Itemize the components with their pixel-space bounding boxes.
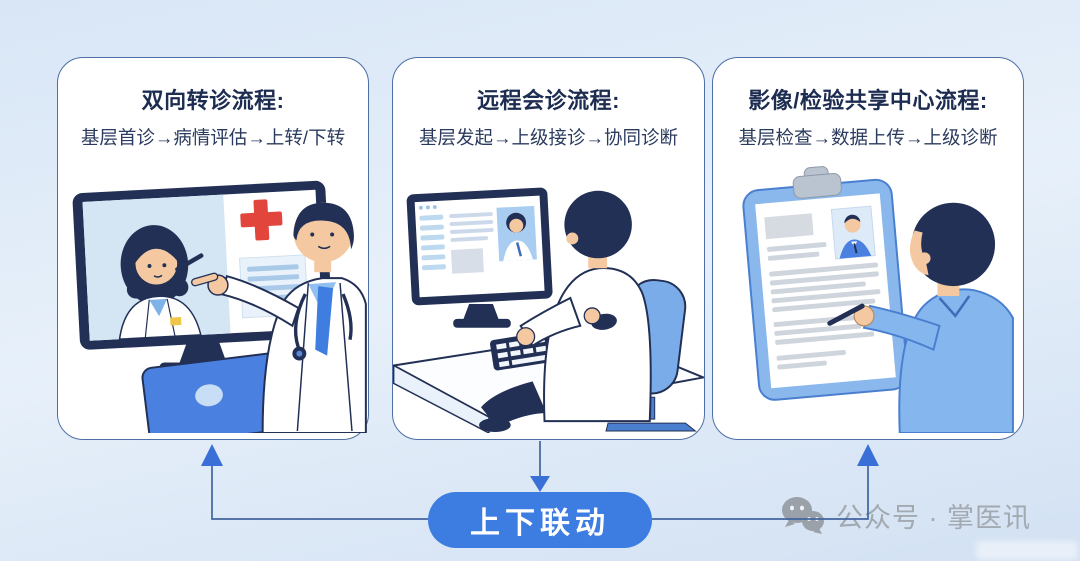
doctor-back-view xyxy=(479,190,652,433)
pointing-arm xyxy=(827,303,941,352)
medical-cross-icon xyxy=(240,199,283,241)
card-title: 双向转诊流程: xyxy=(141,88,285,113)
down-arrowhead-icon xyxy=(530,476,550,492)
document-lines xyxy=(767,242,883,370)
remote-doctor-video xyxy=(118,225,202,340)
clipboard-review-illustration xyxy=(742,166,1014,433)
clipboard xyxy=(742,166,909,401)
watermark: 公众号 · 掌医讯 xyxy=(779,495,1031,535)
left-connector-line xyxy=(211,462,428,520)
wechat-icon xyxy=(782,497,824,534)
card-title: 影像/检验共享中心流程: xyxy=(748,88,988,113)
video-feed-doctor xyxy=(496,205,537,262)
corner-watermark-smudge xyxy=(976,541,1078,560)
doctor-video-call-illustration xyxy=(72,180,367,433)
id-photo xyxy=(830,205,876,260)
card-flow: 基层首诊→病情评估→上转/下转 xyxy=(80,127,346,148)
card-referral: 双向转诊流程: 基层首诊→病情评估→上转/下转 xyxy=(57,57,369,440)
monitor xyxy=(406,187,553,306)
pointing-arm xyxy=(175,253,300,328)
linkage-pill-label: 上下联动 xyxy=(470,507,610,540)
card-flow: 基层检查→数据上传→上级诊断 xyxy=(738,127,998,148)
card-remote-consult: 远程会诊流程: 基层发起→上级接诊→协同诊断 xyxy=(392,57,705,440)
left-up-arrowhead-icon xyxy=(201,444,223,466)
right-up-arrowhead-icon xyxy=(857,444,879,466)
card-imaging-sharing: 影像/检验共享中心流程: 基层检查→数据上传→上级诊断 xyxy=(712,57,1024,440)
stethoscope xyxy=(292,293,353,361)
pen xyxy=(175,253,204,272)
linkage-pill: 上下联动 xyxy=(428,492,652,548)
man-back-view xyxy=(827,202,1014,433)
doctor-figure xyxy=(175,202,367,433)
card-flow: 基层发起→上级接诊→协同诊断 xyxy=(418,127,678,148)
pen xyxy=(827,303,865,326)
monitor-stand xyxy=(453,303,511,328)
watermark-text: 公众号 · 掌医讯 xyxy=(836,502,1031,533)
card-title: 远程会诊流程: xyxy=(477,88,620,113)
remote-consult-illustration xyxy=(393,187,704,433)
typing-arm xyxy=(516,296,617,348)
